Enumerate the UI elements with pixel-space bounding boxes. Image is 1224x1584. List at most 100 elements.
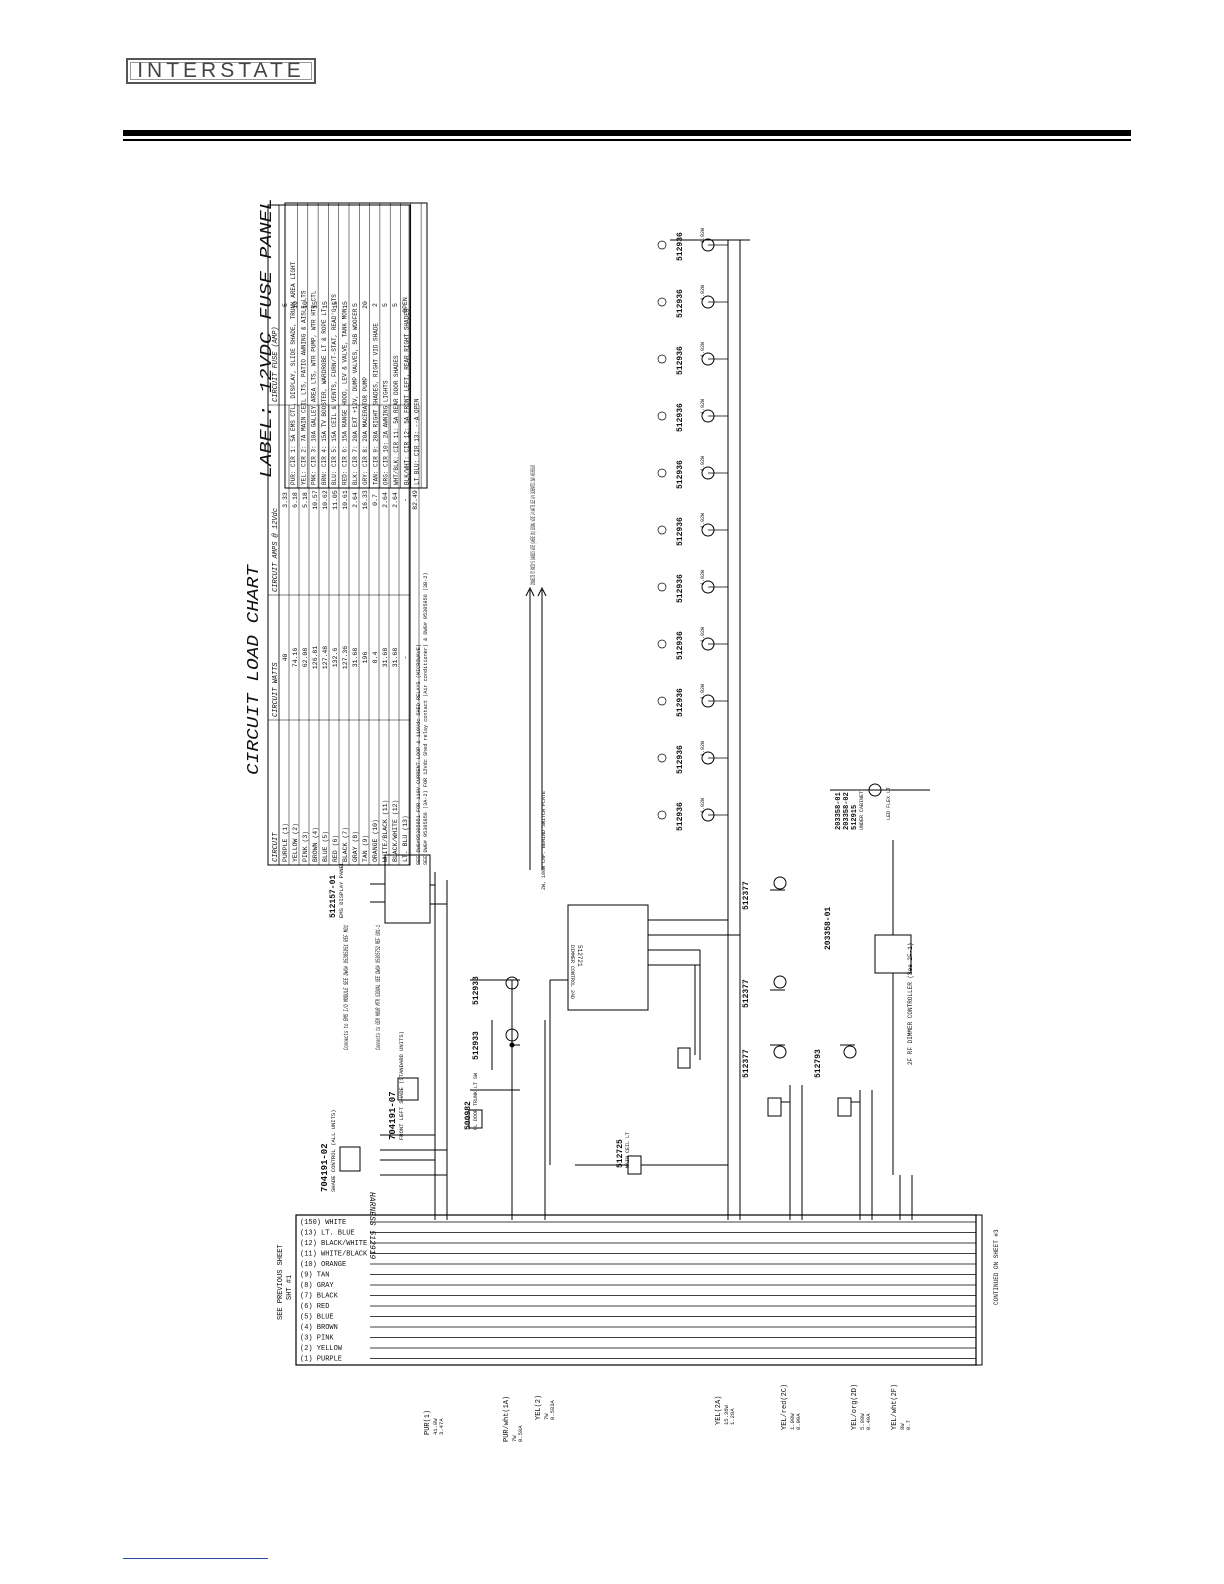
load-chart-cell: 5.18 [302, 492, 309, 508]
ceiling-led-marker [657, 696, 667, 706]
patio-light [843, 1045, 857, 1059]
load-chart-cell: 2.64 [352, 492, 359, 508]
load-chart-cell: RED (6) [332, 835, 339, 862]
svg-text:512721: 512721 [576, 945, 583, 967]
load-chart-header: CIRCUIT [272, 832, 280, 862]
load-chart-cell: YELLOW (2) [292, 823, 299, 862]
bus-wire-label: (6) RED [300, 1303, 329, 1311]
rf-dimmer-controller: 2F RF DIMMER CONTROLLER (See 2F-1) [907, 943, 914, 1065]
svg-text:5.88W: 5.88W [859, 1413, 866, 1430]
ceiling-led-light [701, 580, 715, 594]
load-chart-cell: 5 [392, 303, 399, 307]
bus-wire-label: (4) BROWN [300, 1324, 338, 1332]
svg-text:CONNECTS TO RADIO'S CHASSIS WI: CONNECTS TO RADIO'S CHASSIS WIRE (WHERE … [530, 465, 537, 585]
svg-text:YEL/org(2D): YEL/org(2D) [851, 1384, 859, 1430]
svg-text:YEL(2A): YEL(2A) [715, 1396, 723, 1425]
aisle-light-3 [773, 1045, 787, 1059]
ceiling-led-label: 512936 1.92W [676, 285, 706, 318]
svg-text:512936: 512936 [676, 631, 685, 660]
svg-text:2W, 180W CAP. BEHIND SWITCH PL: 2W, 180W CAP. BEHIND SWITCH PLATE [541, 791, 547, 890]
ceiling-led-marker [657, 354, 667, 364]
bus-wire-label: (13) LT. BLUE [300, 1230, 355, 1238]
svg-text:512936: 512936 [676, 289, 685, 318]
load-chart-title: CIRCUIT LOAD CHART [245, 564, 264, 775]
ceiling-led-light [701, 751, 715, 765]
bus-wire-label: (7) BLACK [300, 1293, 339, 1301]
svg-text:1.92W: 1.92W [700, 285, 706, 300]
fuse-panel-row: ORG: CIR 10: 2A AWNING LIGHTS [383, 380, 390, 485]
svg-text:500982: 500982 [464, 1101, 473, 1130]
svg-text:7W: 7W [543, 1413, 550, 1420]
svg-text:SHADE CONTROL (ALL UNITS): SHADE CONTROL (ALL UNITS) [330, 1109, 337, 1192]
fuse-panel-row: PUR: CIR 1: 5A EMS CTL, DISPLAY, SLIDE S… [290, 261, 297, 485]
harness-label: HARNESS 512919 [367, 1192, 376, 1259]
fuse-panel-row: YEL: CIR 2: 7A MAIN CEIL LTS, PATIO AWNI… [300, 290, 307, 485]
svg-text:FRONT LEFT SHADE (STANDARD UNI: FRONT LEFT SHADE (STANDARD UNITS) [398, 1031, 405, 1140]
load-chart-cell: 132.6 [332, 648, 339, 668]
rf-part-label: 203358-01 [824, 907, 833, 950]
ceiling-led-marker [657, 753, 667, 763]
svg-text:512377: 512377 [742, 1049, 751, 1078]
load-chart-cell: GRAY (8) [352, 831, 359, 862]
svg-text:203358-02: 203358-02 [843, 792, 851, 830]
svg-text:512936: 512936 [676, 745, 685, 774]
dimmer-note: 2W, 180W CAP. BEHIND SWITCH PLATE [541, 791, 547, 890]
load-chart-cell: WHITE/BLACK (11) [382, 800, 389, 862]
svg-text:Connects to GEN HOUR MTR SIGNA: Connects to GEN HOUR MTR SIGNAL SEE DWG#… [375, 925, 382, 1050]
load-chart-cell: 0.7 [372, 494, 379, 506]
load-chart-header: CIRCUIT AMPS @ 12Vdc [272, 508, 280, 592]
trunk-light-512933-a: 512933 [472, 976, 481, 1005]
svg-text:512377: 512377 [742, 979, 751, 1008]
svg-text:SHT #1: SHT #1 [286, 1275, 294, 1300]
footer-line [123, 1558, 268, 1559]
svg-text:512936: 512936 [676, 346, 685, 375]
load-chart-cell: 5 [382, 303, 389, 307]
aisle-light-512377-b: 512377 [742, 979, 751, 1008]
aisle-light-2 [773, 975, 787, 989]
load-chart-cell: 2 [372, 303, 379, 307]
svg-text:512936: 512936 [676, 517, 685, 546]
light-symbols [505, 783, 882, 1059]
svg-text:CL DOOR TRUNK LT SW: CL DOOR TRUNK LT SW [473, 1073, 479, 1130]
svg-text:YEL/red(2C): YEL/red(2C) [781, 1384, 789, 1430]
svg-text:1.92W: 1.92W [700, 228, 706, 243]
svg-text:15.36W: 15.36W [723, 1404, 730, 1425]
ceiling-led-marker [657, 810, 667, 820]
svg-text:1.92W: 1.92W [700, 513, 706, 528]
aisle-light-512377-c: 512377 [742, 1049, 751, 1078]
svg-text:1.92W: 1.92W [700, 627, 706, 642]
aisle-light-1 [773, 876, 787, 890]
svg-text:512933: 512933 [472, 976, 481, 1005]
ceiling-led-light [701, 637, 715, 651]
load-chart-cell: LT. BLU (13) [402, 815, 409, 862]
fuse-panel-row: TAN: CIR 9: 20A RIGHT SHADES, RIGHT VID … [372, 323, 379, 485]
bus-wire-label: (150) WHITE [300, 1219, 346, 1227]
fuse-panel-row: LT BLU: CIR 13: --A OPEN [414, 398, 421, 485]
trunk-light-512933-b: 512933 [472, 1031, 481, 1060]
gen-connect-note: Connects to GEN HOUR MTR SIGNAL SEE DWG#… [375, 925, 382, 1050]
ceiling-led-light [701, 523, 715, 537]
load-chart-cell: 11.05 [332, 490, 339, 510]
svg-text:512793: 512793 [814, 1049, 823, 1078]
see-previous-sheet: SEE PREVIOUS SHEET SHT #1 [277, 1244, 294, 1320]
load-chart-cell: TAN (9) [362, 835, 369, 862]
svg-text:PUR(1): PUR(1) [424, 1410, 432, 1435]
bus-frame [295, 1214, 977, 1366]
fuse-panel-row: PNK: CIR 3: 10A GALLEY AREA LTS, WTR PUM… [311, 290, 318, 485]
svg-text:PUR/wht(1A): PUR/wht(1A) [503, 1396, 511, 1442]
svg-text:0.09A: 0.09A [795, 1413, 802, 1430]
load-chart-cell: 31.68 [382, 648, 389, 668]
aisle-light-512377-a: 512377 [742, 881, 751, 910]
ceiling-led-marker [657, 468, 667, 478]
load-chart-cell: 127.36 [342, 646, 349, 670]
svg-text:512936: 512936 [676, 688, 685, 717]
pwr-704191-07: 704191-07 FRONT LEFT SHADE (STANDARD UNI… [388, 1031, 405, 1140]
ceiling-led-light [701, 238, 715, 252]
ceiling-led-marker [657, 411, 667, 421]
